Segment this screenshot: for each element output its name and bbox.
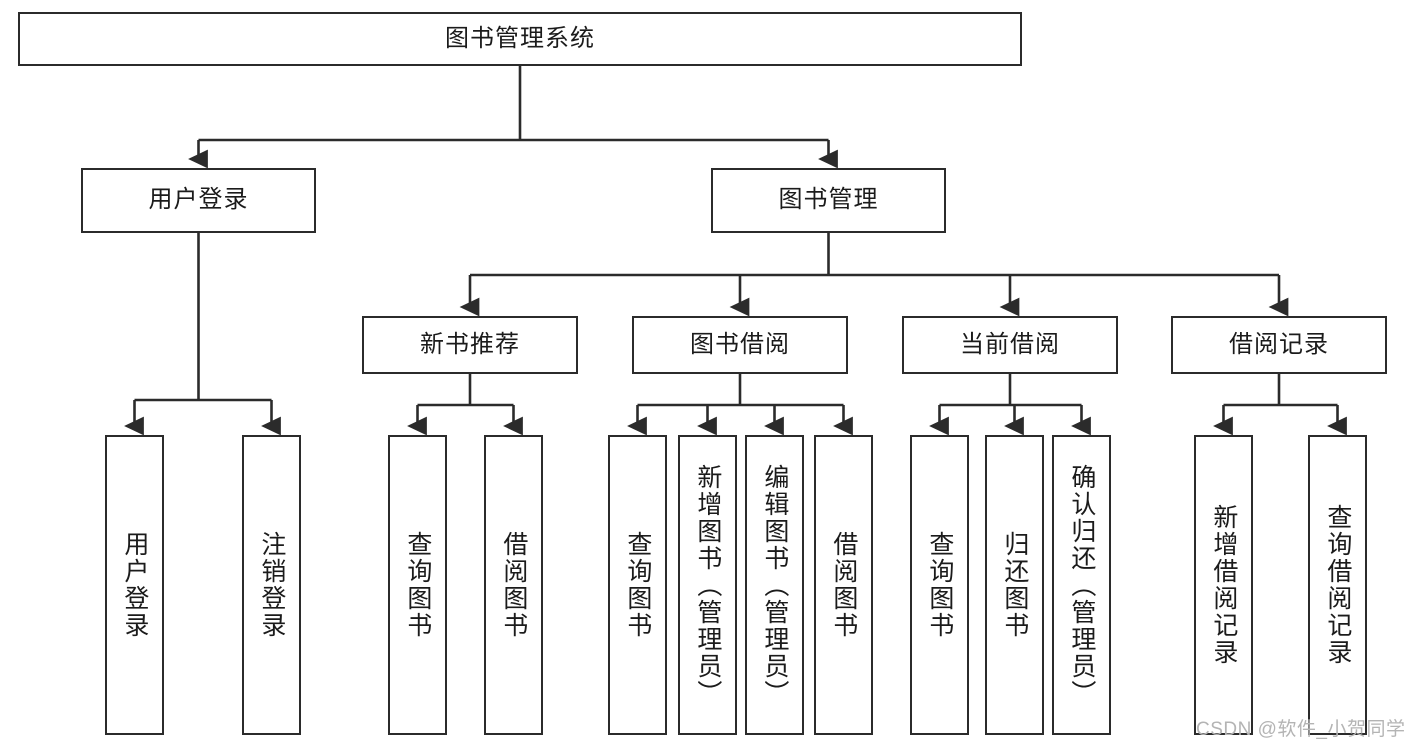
node-label: 查询图书 — [925, 531, 954, 639]
node-leaf2[interactable]: 注销登录 — [242, 435, 301, 735]
node-label: 用户登录 — [148, 186, 249, 214]
node-leaf4[interactable]: 借阅图书 — [484, 435, 543, 735]
node-label: 注销登录 — [257, 531, 286, 639]
node-label: 查询图书 — [403, 531, 432, 639]
node-bookmgmt[interactable]: 图书管理 — [711, 168, 946, 233]
node-leaf12[interactable]: 新增借阅记录 — [1194, 435, 1253, 735]
node-label: 归还图书 — [1000, 531, 1029, 639]
node-newbook[interactable]: 新书推荐 — [362, 316, 578, 374]
node-leaf9[interactable]: 查询图书 — [910, 435, 969, 735]
node-current[interactable]: 当前借阅 — [902, 316, 1118, 374]
node-leaf10[interactable]: 归还图书 — [985, 435, 1044, 735]
node-label: 借阅记录 — [1229, 330, 1329, 358]
node-label: 当前借阅 — [960, 330, 1060, 358]
node-label: 借阅图书 — [829, 531, 858, 639]
node-label: 新增借阅记录 — [1209, 504, 1238, 666]
node-leaf3[interactable]: 查询图书 — [388, 435, 447, 735]
node-label: 确认归还（管理员） — [1067, 463, 1096, 707]
node-borrow[interactable]: 图书借阅 — [632, 316, 848, 374]
node-label: 图书管理 — [778, 186, 879, 214]
node-label: 编辑图书（管理员） — [760, 463, 789, 707]
node-label: 新书推荐 — [420, 330, 520, 358]
node-label: 用户登录 — [120, 531, 149, 639]
node-label: 图书管理系统 — [445, 24, 595, 52]
node-leaf1[interactable]: 用户登录 — [105, 435, 164, 735]
node-root[interactable]: 图书管理系统 — [18, 12, 1022, 66]
node-label: 图书借阅 — [690, 330, 790, 358]
node-label: 查询图书 — [623, 531, 652, 639]
node-leaf6[interactable]: 新增图书（管理员） — [678, 435, 737, 735]
node-leaf13[interactable]: 查询借阅记录 — [1308, 435, 1367, 735]
node-label: 借阅图书 — [499, 531, 528, 639]
node-records[interactable]: 借阅记录 — [1171, 316, 1387, 374]
node-label: 查询借阅记录 — [1323, 504, 1352, 666]
node-leaf8[interactable]: 借阅图书 — [814, 435, 873, 735]
node-login[interactable]: 用户登录 — [81, 168, 316, 233]
node-label: 新增图书（管理员） — [693, 463, 722, 707]
node-leaf5[interactable]: 查询图书 — [608, 435, 667, 735]
node-leaf11[interactable]: 确认归还（管理员） — [1052, 435, 1111, 735]
node-leaf7[interactable]: 编辑图书（管理员） — [745, 435, 804, 735]
